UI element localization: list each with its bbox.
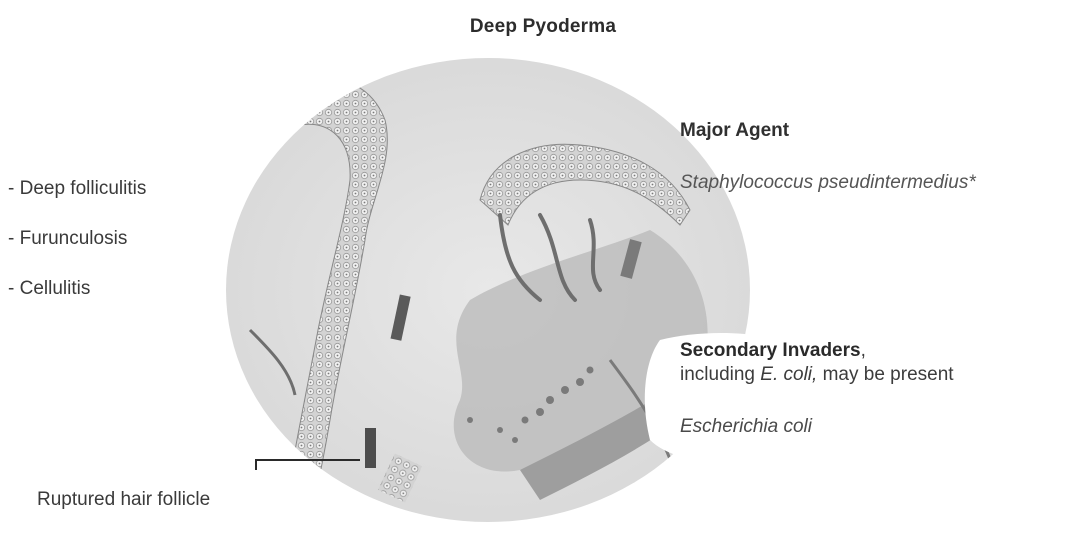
secondary-invaders-block: Secondary Invaders, including E. coli, m… [680,339,954,387]
secondary-species: Escherichia coli [680,416,812,438]
major-agent-label: Major Agent [680,120,789,142]
secondary-line2-suffix: may be present [817,364,953,385]
secondary-comma: , [861,340,866,361]
condition-label: - Deep folliculitis [8,178,146,200]
ruptured-follicle-label: Ruptured hair follicle [37,489,210,511]
condition-label: - Furunculosis [8,228,127,250]
diagram-title: Deep Pyoderma [0,16,1086,38]
secondary-line2-species: E. coli, [760,364,817,385]
follicle-fragment [365,428,376,468]
secondary-invaders-label: Secondary Invaders [680,340,861,361]
major-agent-species: Staphylococcus pseudintermedius* [680,172,976,194]
secondary-line2-prefix: including [680,364,760,385]
condition-label: - Cellulitis [8,278,90,300]
